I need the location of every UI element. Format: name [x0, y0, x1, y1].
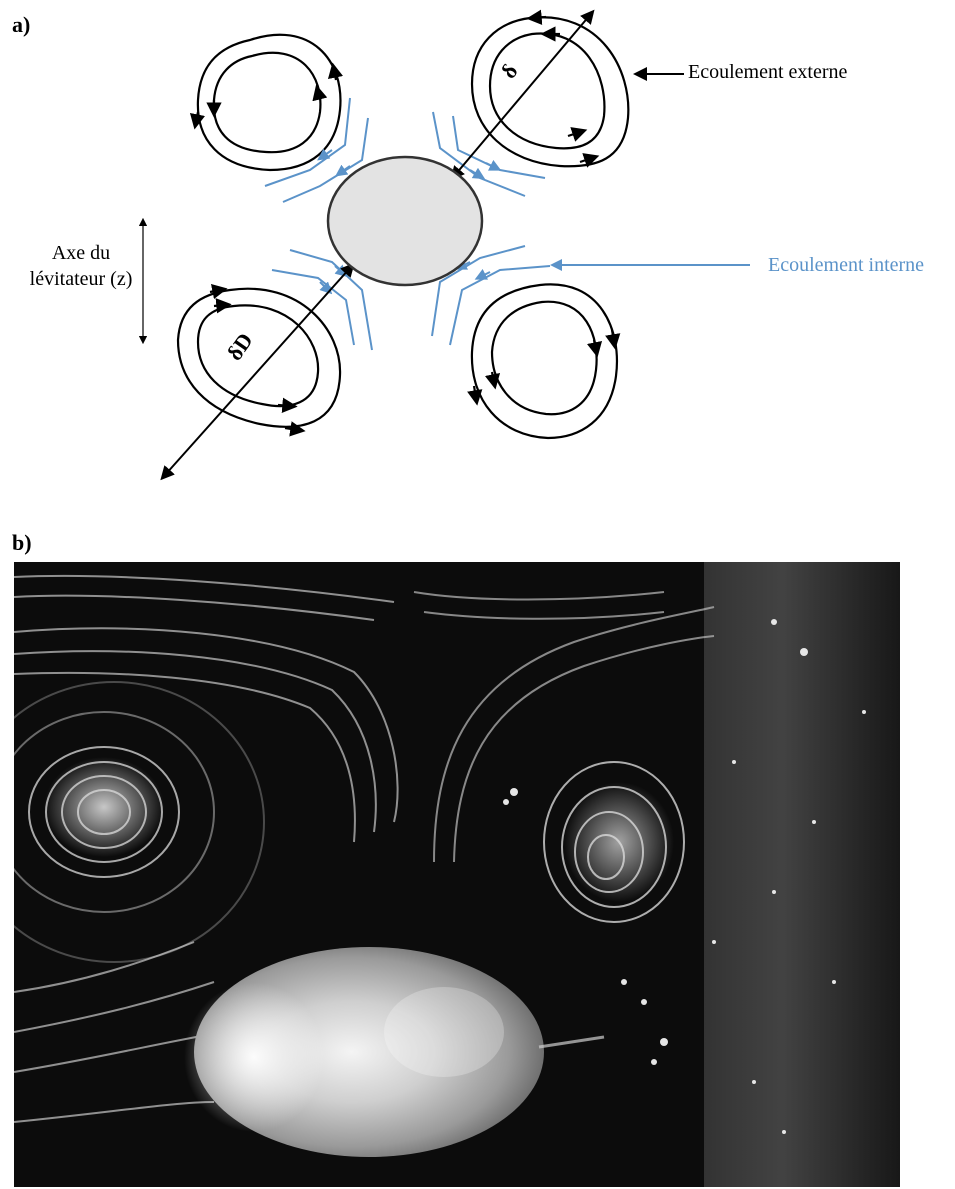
vortex-bottom-right [472, 284, 617, 438]
vortex-top-left [196, 35, 340, 170]
panel-b-label: b) [12, 530, 32, 556]
panel-a-label: a) [12, 12, 30, 38]
delta-d-line [165, 268, 350, 475]
delta-d-symbol: δD [222, 328, 258, 365]
droplet [328, 157, 482, 285]
vortex-bottom-left [178, 289, 340, 430]
external-flow-label: Ecoulement externe [688, 61, 847, 84]
delta-symbol: δ [496, 59, 523, 83]
delta-line [455, 15, 590, 175]
internal-flow-label: Ecoulement interne [768, 254, 924, 277]
flow-visualization-photo [14, 562, 900, 1187]
levitator-axis-label: Axe du lévitateur (z) [22, 240, 140, 292]
vortex-top-right [472, 17, 628, 166]
particle-column [704, 562, 900, 1187]
axis-label-line1: Axe du [22, 240, 140, 266]
axis-label-line2: lévitateur (z) [22, 266, 140, 292]
